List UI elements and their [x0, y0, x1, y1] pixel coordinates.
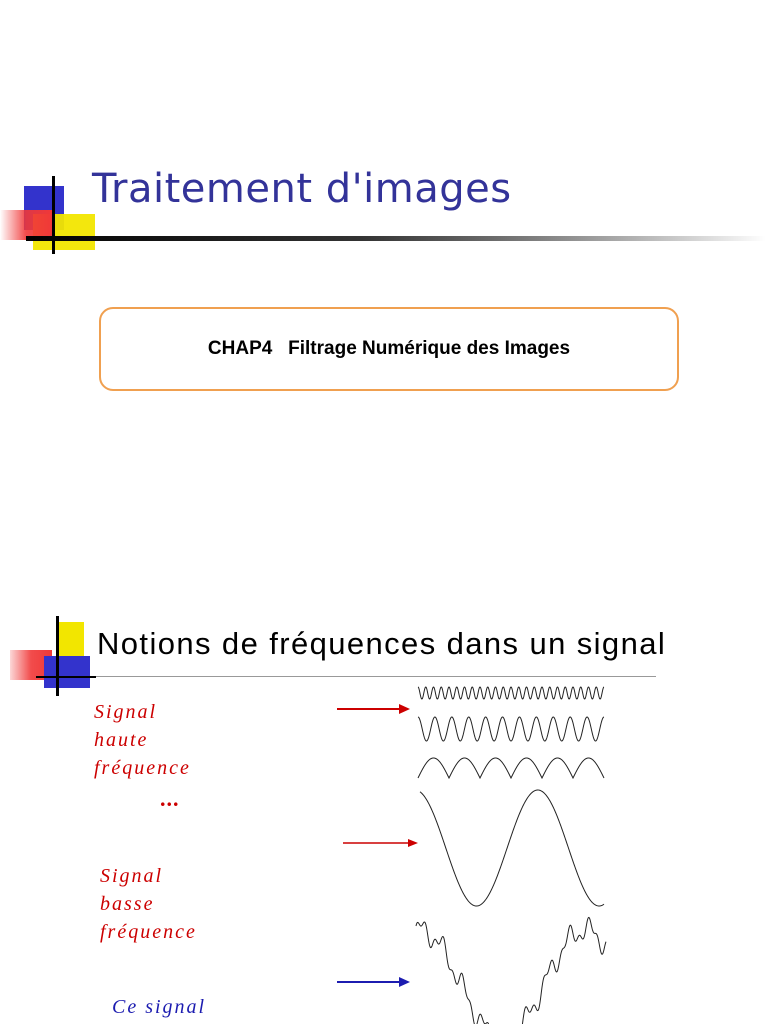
- chapter-title: CHAP4 Filtrage Numérique des Images: [207, 338, 571, 359]
- wave-very-high-frequency: [417, 686, 605, 700]
- wave-low-frequency: [419, 789, 605, 907]
- slide-title: Traitement d'images: [92, 166, 512, 212]
- label-ce-signal: Ce signal: [112, 996, 207, 1018]
- arrow-red-high: [337, 704, 410, 714]
- ellipsis: ...: [160, 786, 180, 811]
- deco-vertical-line: [56, 616, 59, 696]
- title-decoration-1: [0, 176, 766, 254]
- deco-red-square: [0, 210, 52, 240]
- deco-blue-square: [44, 656, 90, 688]
- chapter-box: CHAP4 Filtrage Numérique des Images: [99, 307, 679, 391]
- title-underline: [96, 676, 656, 677]
- title-underline: [26, 236, 766, 241]
- wave-medium-frequency: [417, 757, 605, 780]
- label-signal-basse-frequence: Signal basse fréquence: [100, 865, 197, 943]
- arrow-red-low: [343, 839, 418, 847]
- title-decoration-2: [10, 616, 656, 696]
- label-signal-haute-frequence: Signal haute fréquence: [94, 701, 191, 779]
- slide-title-2: Notions de fréquences dans un signal: [97, 626, 667, 661]
- wave-high-frequency: [417, 716, 605, 742]
- deco-horizontal-line: [36, 676, 96, 678]
- wave-composite: [415, 916, 607, 1024]
- arrow-blue-composite: [337, 977, 410, 987]
- deco-vertical-line: [52, 176, 55, 254]
